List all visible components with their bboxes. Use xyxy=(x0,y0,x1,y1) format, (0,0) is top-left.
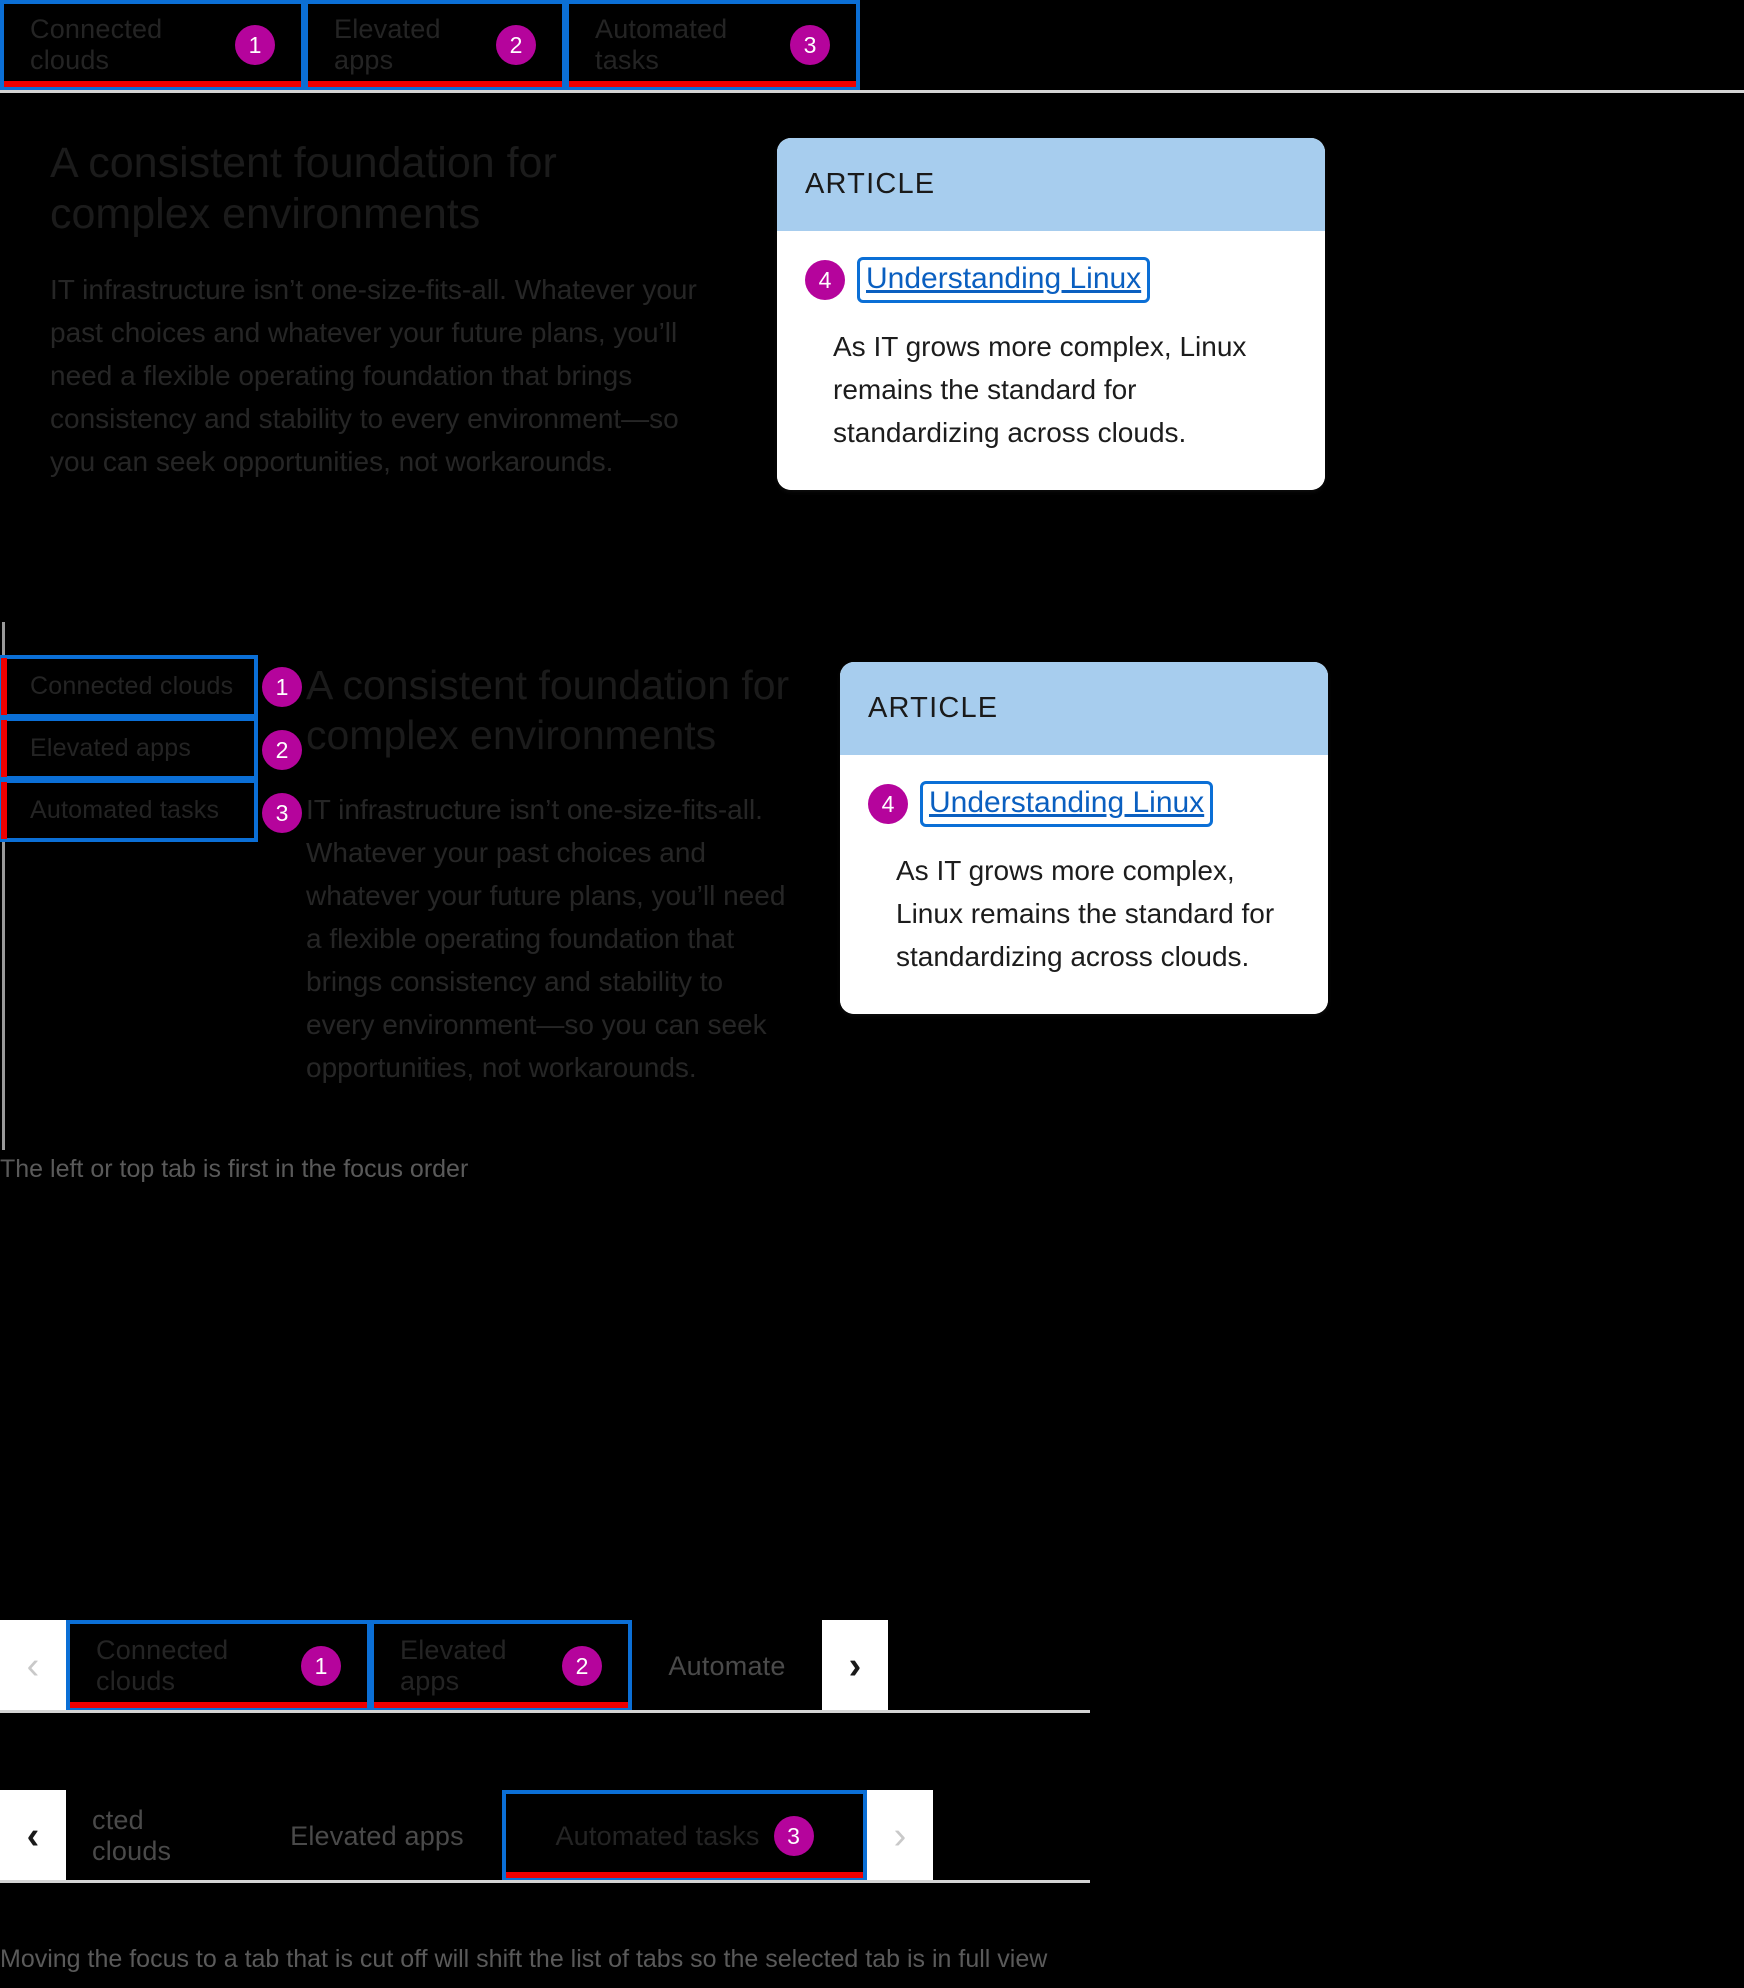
article-link-row: 4 Understanding Linux xyxy=(868,781,1300,827)
vertical-tab-badges: 1 2 3 xyxy=(262,655,302,844)
tab-automated-tasks[interactable]: Automated tasks 3 xyxy=(565,0,860,90)
article-card-text: As IT grows more complex, Linux remains … xyxy=(896,855,1275,972)
chevron-right-icon[interactable]: › xyxy=(867,1790,933,1882)
carousel-tab-connected-clouds-cutoff[interactable]: cted clouds xyxy=(66,1790,252,1882)
vtab-connected-clouds[interactable]: Connected clouds xyxy=(0,655,258,718)
article-card: ARTICLE 4 Understanding Linux As IT grow… xyxy=(777,138,1325,490)
tab-label: cted clouds xyxy=(92,1805,172,1866)
selected-indicator xyxy=(1,658,7,715)
carousel-divider xyxy=(0,1880,1090,1883)
section-rail xyxy=(2,622,5,1150)
article-card-body: 4 Understanding Linux As IT grows more c… xyxy=(840,755,1328,1014)
selected-indicator xyxy=(1,782,7,839)
vertical-tabpanel: A consistent foundation for complex envi… xyxy=(306,660,796,1089)
horizontal-tabpanel: A consistent foundation for complex envi… xyxy=(50,138,710,483)
focus-order-badge: 4 xyxy=(868,784,908,824)
carousel-divider xyxy=(0,1710,1090,1713)
article-card: ARTICLE 4 Understanding Linux As IT grow… xyxy=(840,662,1328,1014)
article-card-body: 4 Understanding Linux As IT grows more c… xyxy=(777,231,1325,490)
panel-headline: A consistent foundation for complex envi… xyxy=(306,662,790,758)
selected-underline xyxy=(506,1872,863,1878)
tab-elevated-apps[interactable]: Elevated apps 2 xyxy=(304,0,566,90)
vertical-tablist: Connected clouds Elevated apps Automated… xyxy=(0,655,258,842)
focus-order-badge: 1 xyxy=(301,1646,341,1686)
panel-body: IT infrastructure isn’t one-size-fits-al… xyxy=(306,794,786,1083)
focus-order-badge: 3 xyxy=(790,25,830,65)
carousel-tablist-shifted: ‹ cted clouds Elevated apps Automated ta… xyxy=(0,1790,933,1882)
selected-underline xyxy=(308,81,562,87)
tab-label: Connected clouds xyxy=(30,672,234,700)
tab-label: Elevated apps xyxy=(334,14,441,75)
tab-label: Connected clouds xyxy=(30,14,163,75)
vtab-automated-tasks[interactable]: Automated tasks xyxy=(0,779,258,842)
carousel-tab-automated-tasks[interactable]: Automated tasks 3 xyxy=(502,1790,867,1882)
tab-label: Automated tasks xyxy=(30,796,220,824)
article-link[interactable]: Understanding Linux xyxy=(920,781,1214,827)
article-link-row: 4 Understanding Linux xyxy=(805,257,1297,303)
chevron-right-icon[interactable]: › xyxy=(822,1620,888,1712)
article-link[interactable]: Understanding Linux xyxy=(857,257,1151,303)
article-card-eyebrow: ARTICLE xyxy=(777,138,1325,231)
horizontal-tablist: Connected clouds 1 Elevated apps 2 Autom… xyxy=(0,0,860,90)
tablist-divider xyxy=(0,90,1744,93)
chevron-left-icon[interactable]: ‹ xyxy=(0,1790,66,1882)
article-card-text: As IT grows more complex, Linux remains … xyxy=(833,331,1247,448)
carousel-tab-connected-clouds[interactable]: Connected clouds 1 xyxy=(66,1620,371,1712)
article-card-eyebrow: ARTICLE xyxy=(840,662,1328,755)
focus-order-badge: 4 xyxy=(805,260,845,300)
tab-label: Connected clouds xyxy=(96,1635,229,1696)
selected-underline xyxy=(4,81,301,87)
caption-carousel-shift: Moving the focus to a tab that is cut of… xyxy=(0,1945,1048,1973)
tab-label: Elevated apps xyxy=(400,1635,507,1696)
focus-order-badge: 2 xyxy=(562,1646,602,1686)
caption-focus-order: The left or top tab is first in the focu… xyxy=(0,1155,469,1183)
selected-underline xyxy=(569,81,856,87)
badge-row: 3 xyxy=(262,781,302,844)
selected-underline xyxy=(70,1702,367,1708)
carousel-tab-elevated-apps[interactable]: Elevated apps xyxy=(252,1790,502,1882)
carousel-strip: Connected clouds 1 Elevated apps 2 Autom… xyxy=(66,1620,822,1712)
tab-label: Elevated apps xyxy=(290,1820,464,1851)
carousel-strip: cted clouds Elevated apps Automated task… xyxy=(66,1790,867,1882)
panel-headline: A consistent foundation for complex envi… xyxy=(50,139,557,238)
focus-order-badge: 2 xyxy=(262,729,302,770)
tab-label: Automated tasks xyxy=(595,14,728,75)
badge-row: 2 xyxy=(262,718,302,781)
tab-label: Automate xyxy=(668,1650,786,1681)
selected-indicator xyxy=(1,720,7,777)
tab-label: Elevated apps xyxy=(30,734,192,762)
focus-order-badge: 1 xyxy=(235,25,275,65)
focus-order-badge: 3 xyxy=(262,792,302,833)
carousel-tab-automated-tasks-cutoff[interactable]: Automate xyxy=(632,1620,822,1712)
focus-order-badge: 2 xyxy=(496,25,536,65)
focus-order-badge: 3 xyxy=(773,1816,814,1856)
chevron-left-icon[interactable]: ‹ xyxy=(0,1620,66,1712)
vtab-elevated-apps[interactable]: Elevated apps xyxy=(0,717,258,780)
tab-label: Automated tasks xyxy=(555,1820,760,1851)
carousel-tablist-start: ‹ Connected clouds 1 Elevated apps 2 Aut… xyxy=(0,1620,888,1712)
tab-connected-clouds[interactable]: Connected clouds 1 xyxy=(0,0,305,90)
badge-row: 1 xyxy=(262,655,302,718)
carousel-tab-elevated-apps[interactable]: Elevated apps 2 xyxy=(370,1620,632,1712)
panel-body: IT infrastructure isn’t one-size-fits-al… xyxy=(50,274,697,477)
selected-underline xyxy=(374,1702,628,1708)
focus-order-badge: 1 xyxy=(262,666,302,707)
